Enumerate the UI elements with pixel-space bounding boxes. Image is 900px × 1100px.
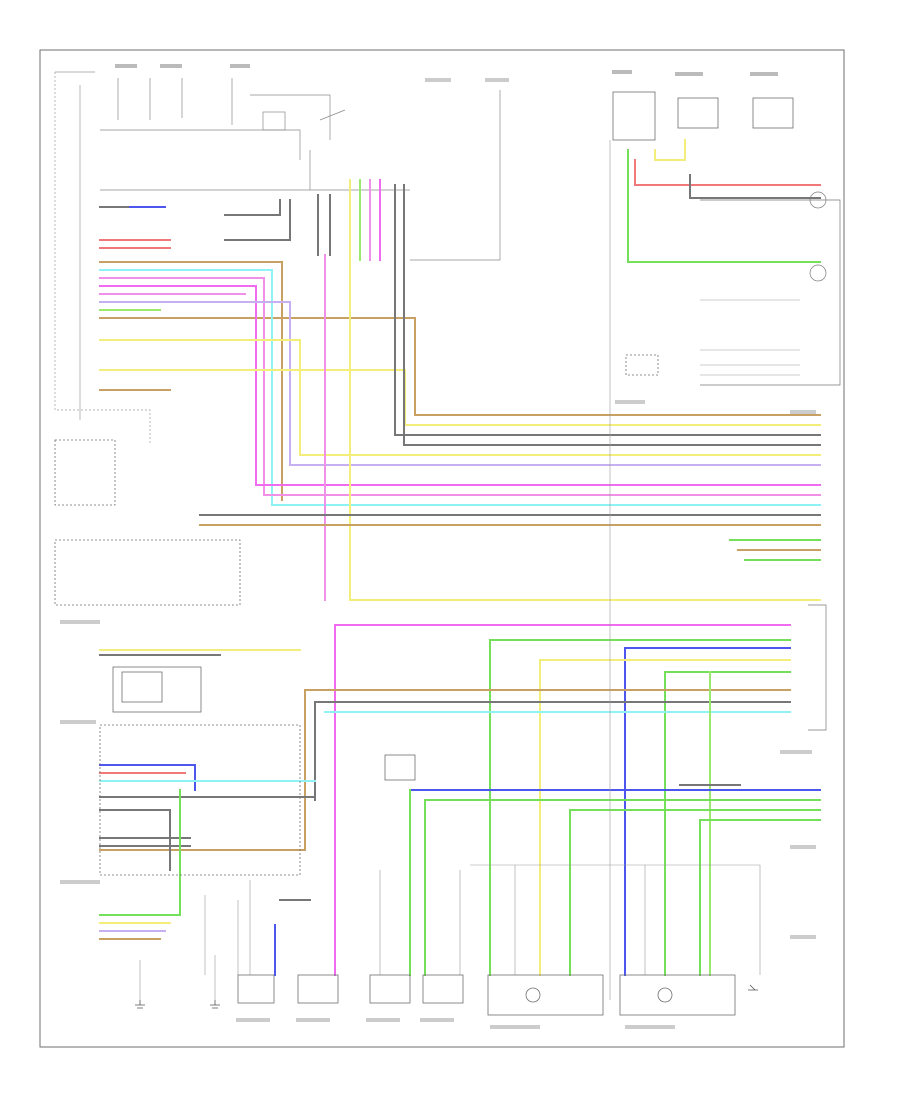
- thin-wires: [139, 140, 800, 1000]
- wire-green: [489, 639, 791, 976]
- wire-gray: [403, 184, 821, 446]
- wire-green: [627, 149, 821, 263]
- wire-yellow: [99, 369, 821, 426]
- wire-cyan: [99, 269, 821, 506]
- motor-icon: [619, 974, 736, 1016]
- switch-module: [112, 666, 202, 713]
- wire-harness: [99, 139, 821, 976]
- wire-magenta: [99, 285, 821, 486]
- wire-tan: [99, 261, 283, 501]
- right-side-bracket: [700, 191, 841, 731]
- left-control-module: [54, 71, 151, 445]
- switch-icon: [384, 754, 416, 781]
- ground-icon: [135, 984, 758, 1009]
- wire-gray: [689, 174, 821, 199]
- wire-yellow: [654, 139, 686, 161]
- wire-green: [569, 809, 821, 976]
- wire-tan: [99, 689, 306, 851]
- wire-gray: [99, 809, 171, 871]
- top-right-connectors: [612, 91, 794, 376]
- wire-blue: [624, 647, 791, 976]
- connector-icon: [297, 974, 339, 1004]
- wire-green: [99, 789, 181, 916]
- wire-green: [699, 819, 821, 976]
- connector-icon: [237, 974, 275, 1004]
- motor-icon: [487, 974, 604, 1016]
- wire-gray: [224, 199, 291, 241]
- wire-tan: [99, 317, 821, 416]
- component-boxes: [54, 439, 736, 1016]
- tiny-labels: [60, 64, 816, 1029]
- wire-gray: [394, 184, 821, 436]
- top-fuse-cluster: [100, 78, 501, 261]
- wire-pink: [99, 277, 821, 496]
- connector-icon: [422, 974, 464, 1004]
- wire-yellow: [99, 339, 821, 456]
- motor-icon: [121, 671, 163, 703]
- diagram-frame: [39, 49, 845, 1048]
- wire-green: [664, 671, 791, 976]
- wire-red: [634, 159, 821, 186]
- connector-icon: [369, 974, 411, 1004]
- wire-blue: [99, 764, 196, 791]
- wire-yellow: [349, 179, 821, 601]
- wire-gray: [224, 199, 281, 216]
- wire-green: [424, 799, 821, 976]
- wire-lavender: [99, 301, 821, 466]
